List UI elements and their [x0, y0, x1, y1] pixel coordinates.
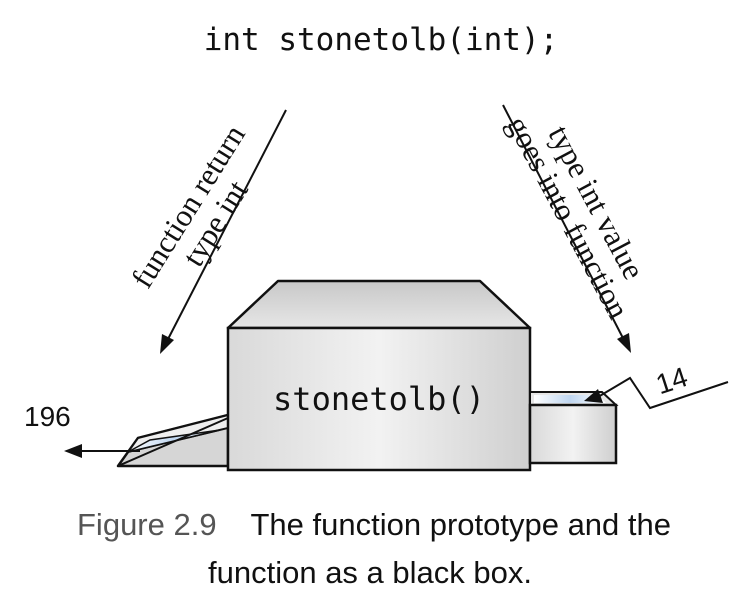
- caption-text-line1: The function prototype and the: [250, 507, 671, 542]
- output-tray: [116, 413, 230, 468]
- left-annotation: function return type int: [124, 118, 255, 294]
- output-arrow: [64, 444, 140, 458]
- figure-caption-line2: function as a black box.: [208, 555, 532, 590]
- output-value: 196: [24, 401, 71, 432]
- box-front: [226, 326, 532, 472]
- figure-caption-line1: Figure 2.9 The function prototype and th…: [77, 507, 671, 542]
- prototype-code: int stonetolb(int);: [204, 22, 559, 58]
- input-hopper: [528, 391, 619, 465]
- box-label: stonetolb(): [273, 380, 485, 418]
- box-top: [226, 279, 532, 330]
- input-value: 14: [652, 361, 691, 400]
- figure-number: Figure 2.9: [77, 507, 217, 542]
- argument-type-pointer-arrow: [502, 104, 631, 353]
- caption-gap: [217, 507, 251, 542]
- return-type-pointer-arrow: [160, 109, 287, 354]
- right-annotation: type int value goes into function: [500, 110, 651, 325]
- input-arrow: [584, 376, 729, 410]
